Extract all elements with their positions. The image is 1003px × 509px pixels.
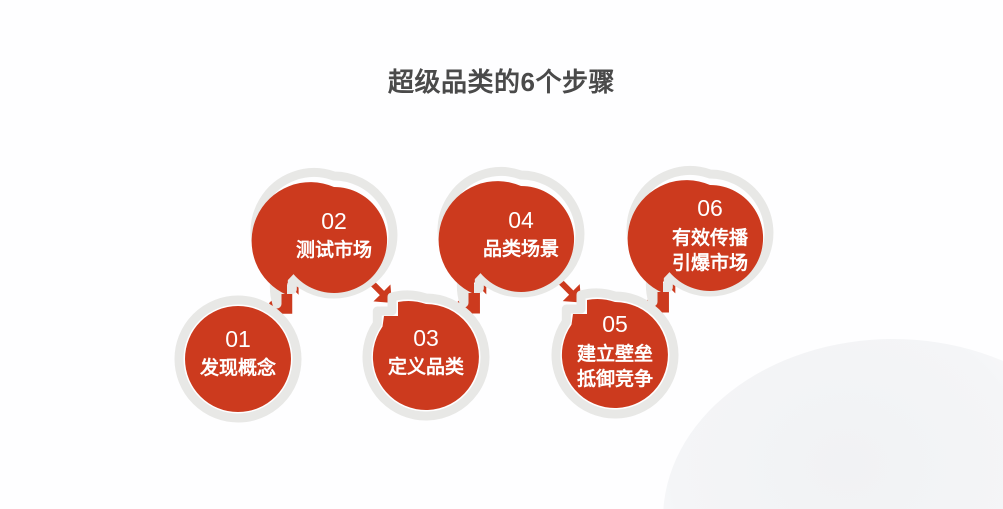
step-circle-02 [251, 182, 388, 295]
step-label-06-line2: 引爆市场 [672, 251, 748, 274]
step-circle-03 [372, 300, 479, 410]
step-node-01[interactable]: 01 发现概念 [174, 295, 302, 423]
step-ring-06 [626, 166, 774, 307]
step-label-03-line1: 定义品类 [388, 355, 464, 378]
step-number-03: 03 [413, 325, 439, 351]
step-number-02: 02 [321, 208, 347, 234]
step-circle-05 [561, 298, 668, 408]
step-circle-04 [438, 181, 575, 294]
page-title: 超级品类的6个步骤 [388, 67, 615, 97]
step-ring-02 [250, 168, 398, 309]
step-label-01-line1: 发现概念 [199, 356, 276, 379]
step-node-03[interactable]: 03 定义品类 [362, 290, 490, 421]
step-ring-04 [437, 167, 585, 308]
step-number-06: 06 [697, 195, 723, 221]
step-ring-01 [174, 295, 302, 423]
step-node-06[interactable]: 06 有效传播 引爆市场 [626, 166, 774, 307]
step-node-05[interactable]: 05 建立壁垒 抵御竞争 [551, 288, 679, 419]
step-label-06-line1: 有效传播 [672, 226, 749, 249]
step-number-01: 01 [225, 326, 251, 352]
step-ring-05 [551, 288, 679, 419]
step-label-05-line1: 建立壁垒 [577, 342, 653, 365]
step-number-05: 05 [602, 311, 628, 337]
step-number-04: 04 [508, 207, 534, 233]
step-circle-01 [185, 306, 291, 412]
step-node-04[interactable]: 04 品类场景 [437, 167, 585, 308]
step-label-02-line1: 测试市场 [296, 238, 372, 261]
step-ring-03 [362, 290, 490, 421]
step-circle-06 [627, 180, 764, 293]
step-label-04-line1: 品类场景 [483, 237, 559, 260]
step-label-05-line2: 抵御竞争 [577, 367, 653, 390]
step-node-02[interactable]: 02 测试市场 [250, 168, 398, 309]
